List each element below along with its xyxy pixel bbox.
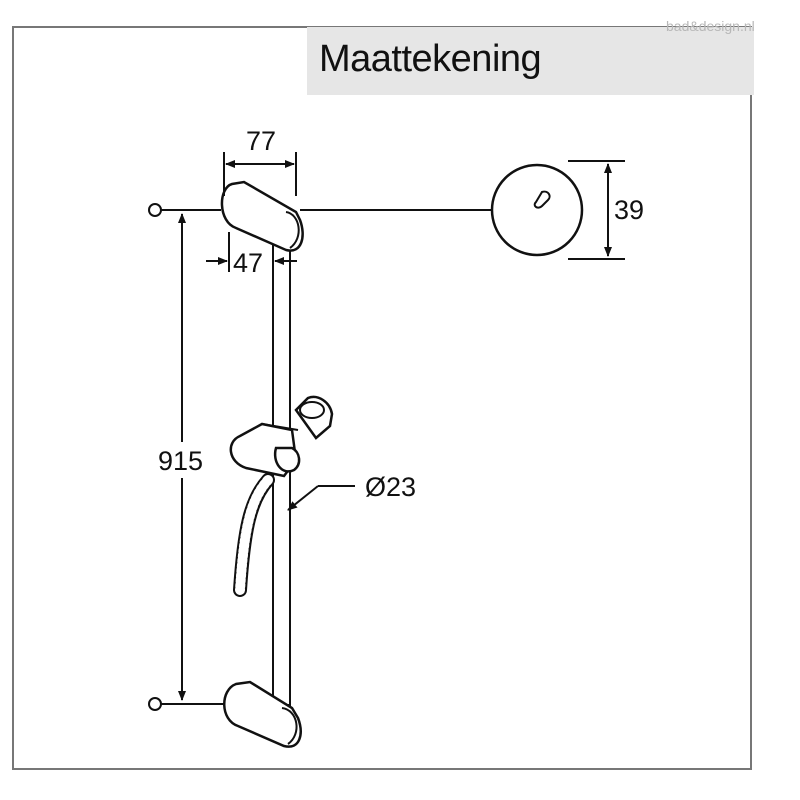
bottom-screw-icon	[148, 697, 224, 711]
top-holder-icon	[220, 180, 304, 252]
holder-offset-dimension	[206, 232, 297, 272]
rod-diameter-label: Ø23	[365, 472, 416, 502]
slider-holder-icon	[229, 395, 334, 478]
hose-icon	[233, 473, 275, 597]
disc-diameter-dimension	[568, 160, 625, 260]
holder-width-label: 77	[246, 126, 276, 156]
page-title: Maattekening	[319, 38, 542, 80]
watermark-logo: bad&design.nl	[666, 18, 755, 34]
disc-diameter-label: 39	[614, 195, 644, 225]
top-screw-icon	[148, 203, 221, 217]
wall-disc-icon	[490, 163, 584, 257]
holder-width-dimension	[223, 152, 297, 196]
holder-offset-label: 47	[233, 248, 263, 278]
title-box	[307, 27, 754, 95]
bottom-holder-icon	[223, 680, 302, 748]
rod-length-label: 915	[158, 446, 203, 476]
rod-diameter-leader	[287, 485, 355, 511]
